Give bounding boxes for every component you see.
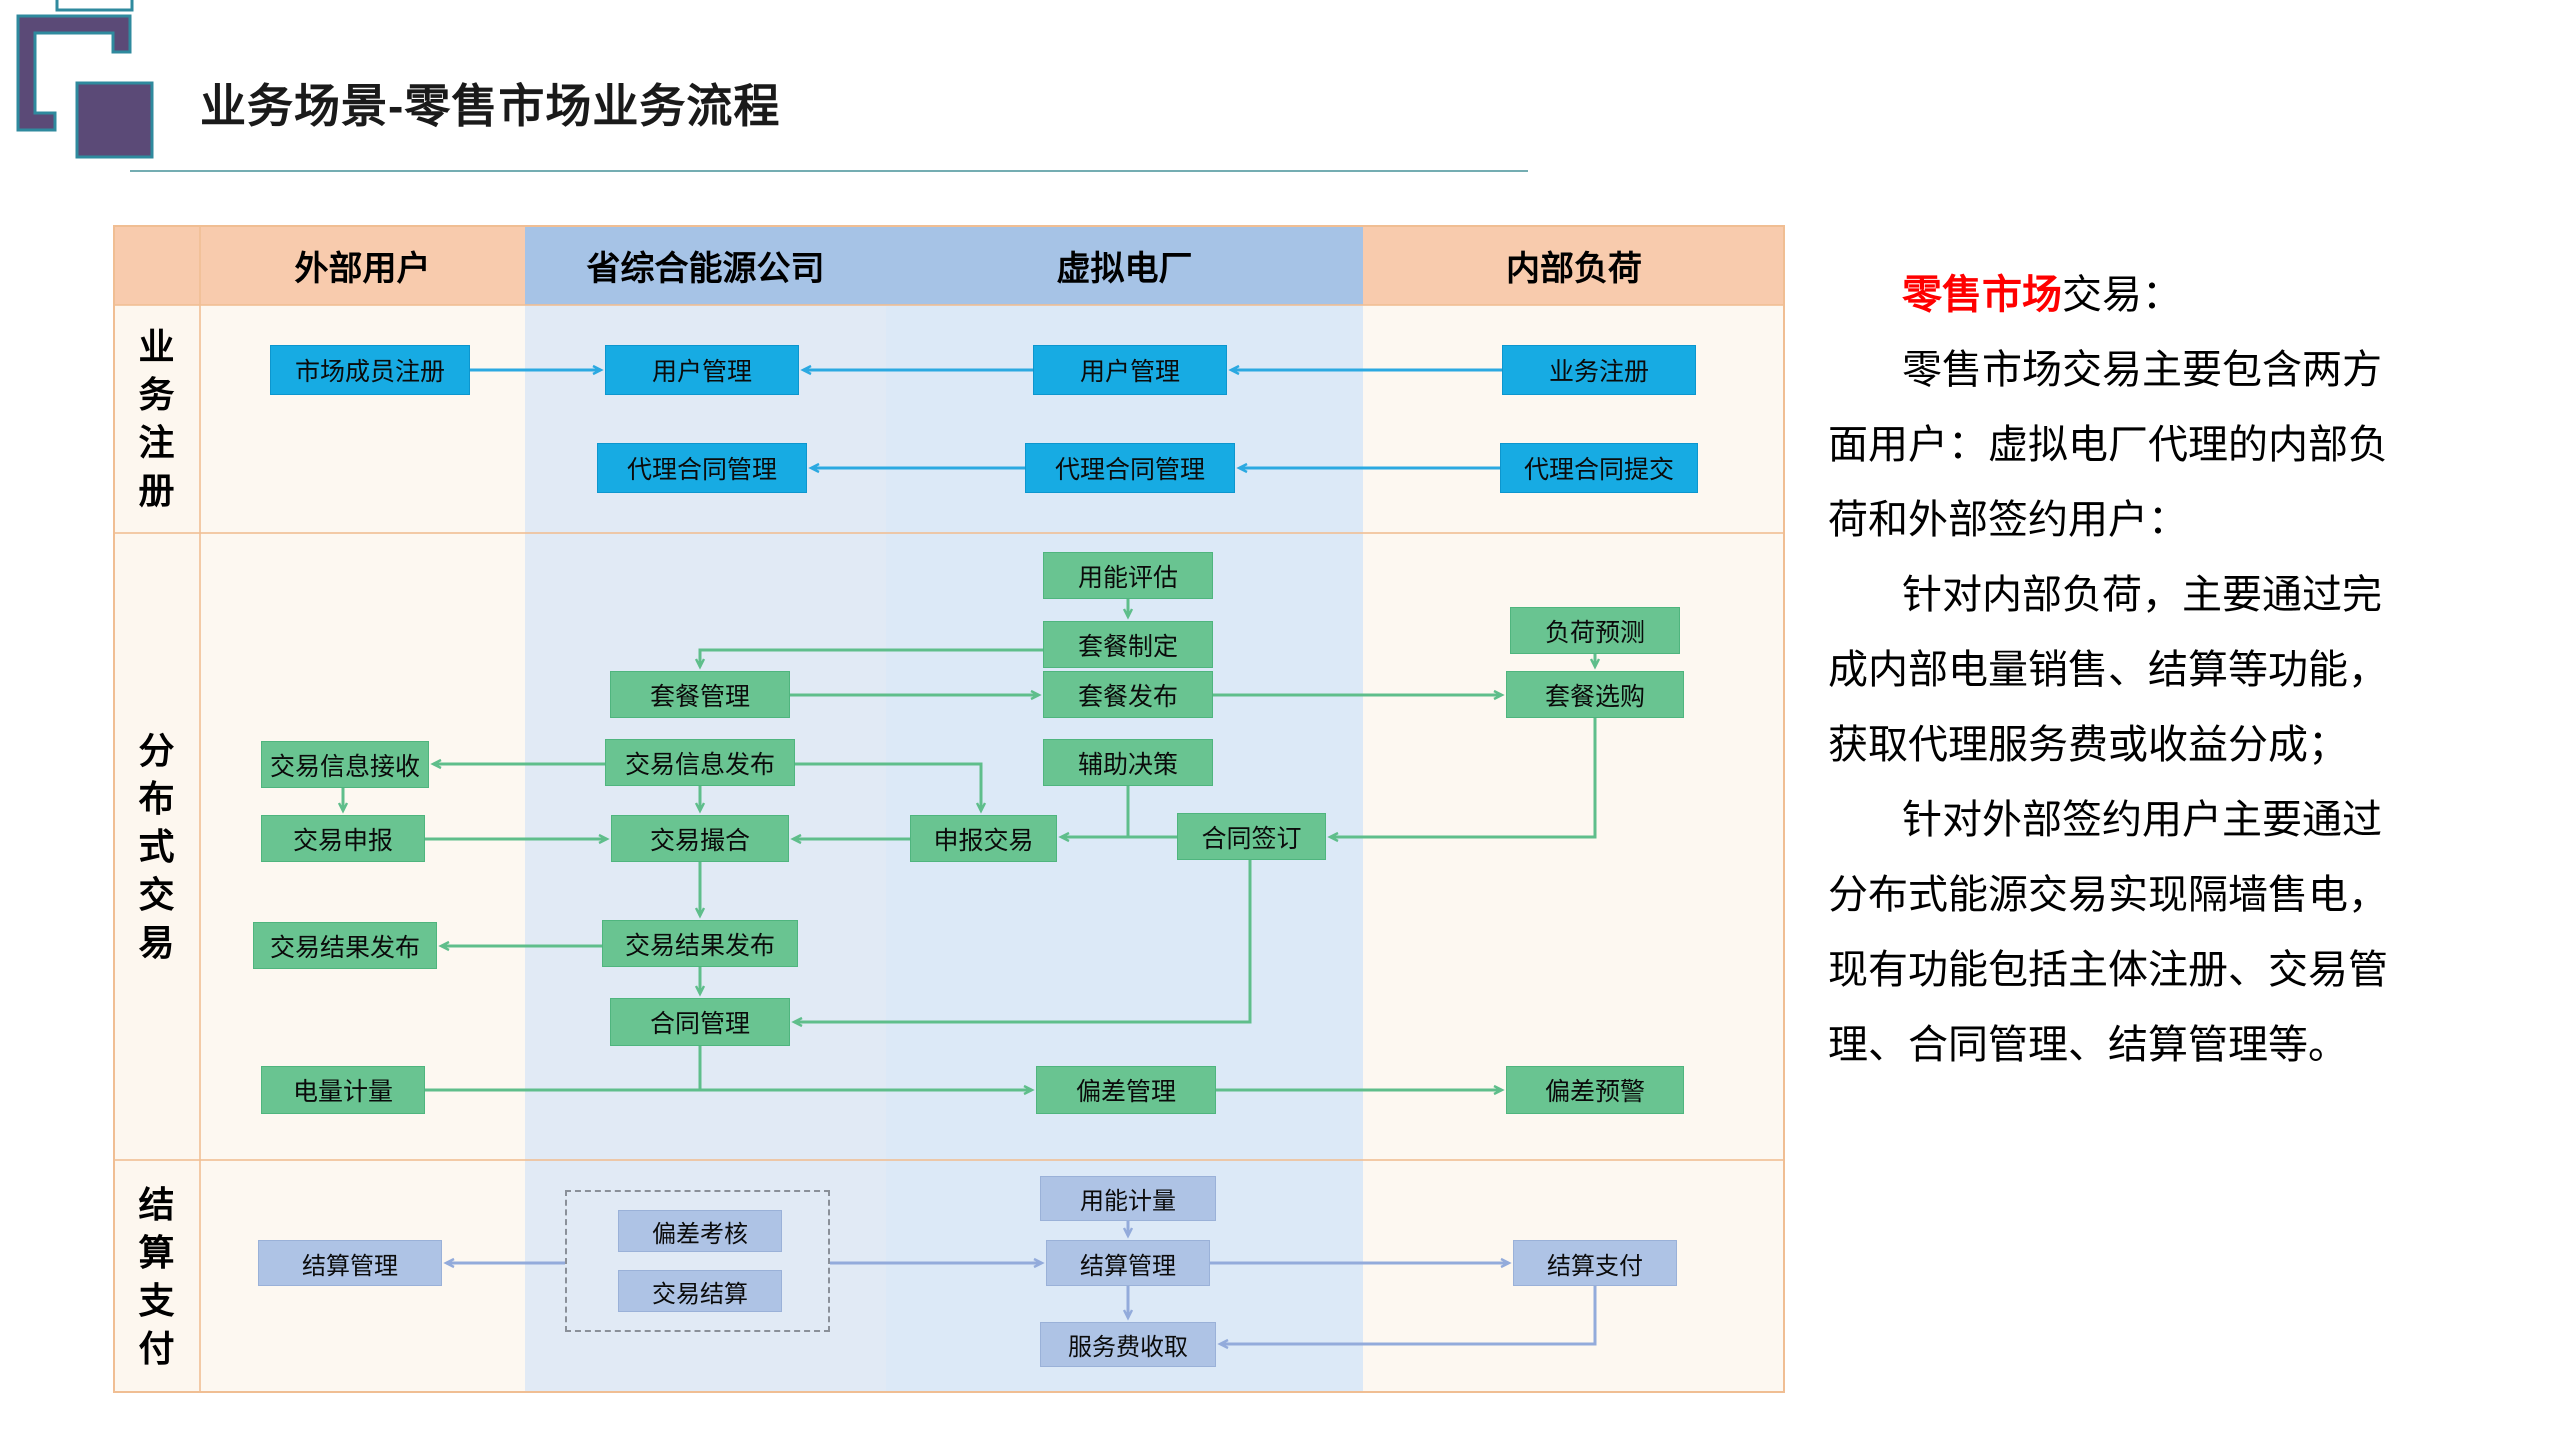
row-label-char: 布 [138, 777, 175, 819]
description-line: 荷和外部签约用户： [1828, 483, 2548, 558]
row-label-char: 业 [138, 326, 175, 367]
node-trade-info-receive: 交易信息接收 [261, 741, 429, 788]
logo-icon [16, 0, 154, 159]
body-text: 现有功能包括主体注册、交易管 [1828, 948, 2388, 992]
node-decision-support: 辅助决策 [1043, 739, 1213, 786]
description-line: 成内部电量销售、结算等功能， [1828, 633, 2548, 708]
description-line: 针对内部负荷，主要通过完 [1828, 558, 2548, 633]
node-contract-sign: 合同签订 [1177, 813, 1326, 860]
body-text: 针对内部负荷，主要通过完 [1902, 573, 2382, 617]
node-trade-result-publish-prov: 交易结果发布 [602, 920, 798, 967]
row-label-char: 交 [138, 873, 175, 915]
header-corner-cell [113, 225, 200, 305]
column-header-ext: 外部用户 [200, 225, 525, 305]
row-label-char: 册 [138, 470, 175, 511]
row-label-char: 易 [138, 921, 175, 963]
description-line: 理、合同管理、结算管理等。 [1828, 1008, 2548, 1083]
body-text: 理、合同管理、结算管理等。 [1828, 1023, 2348, 1067]
node-agent-contract-submit-int: 代理合同提交 [1500, 443, 1698, 493]
row-label-char: 结 [138, 1183, 175, 1225]
page-title: 业务场景-零售市场业务流程 [200, 80, 781, 132]
description-text-block: 零售市场交易： 零售市场交易主要包含两方面用户：虚拟电厂代理的内部负荷和外部签约用… [1828, 258, 2548, 1083]
row-label-register: 业务注册 [113, 305, 200, 533]
body-text: 零售市场交易主要包含两方 [1902, 348, 2382, 392]
node-trade-info-publish: 交易信息发布 [605, 739, 795, 786]
node-agent-contract-mgmt-prov: 代理合同管理 [597, 443, 807, 493]
node-market-member-register: 市场成员注册 [270, 345, 470, 395]
description-line: 获取代理服务费或收益分成； [1828, 708, 2548, 783]
node-user-mgmt-vpp: 用户管理 [1033, 345, 1227, 395]
node-load-forecast: 负荷预测 [1510, 607, 1680, 654]
body-text: 荷和外部签约用户： [1828, 498, 2188, 542]
row-label-char: 付 [138, 1327, 175, 1369]
row-label-char: 务 [138, 374, 175, 415]
column-header-vpp: 虚拟电厂 [886, 225, 1363, 305]
row-label-char: 注 [138, 422, 175, 463]
table-outer-border [113, 225, 1785, 1393]
node-energy-use-metering: 用能计量 [1040, 1176, 1216, 1221]
row-label-settle: 结算支付 [113, 1160, 200, 1393]
title-underline [130, 170, 1528, 172]
node-energy-use-eval: 用能评估 [1043, 552, 1213, 599]
node-trade-matching: 交易撮合 [611, 815, 789, 862]
node-package-design: 套餐制定 [1043, 621, 1213, 668]
node-agent-contract-mgmt-vpp: 代理合同管理 [1025, 443, 1235, 493]
node-trade-result-publish-ext: 交易结果发布 [253, 922, 437, 969]
settlement-dashed-group [565, 1190, 830, 1332]
column-header-prov: 省综合能源公司 [525, 225, 886, 305]
row-label-trade: 分布式交易 [113, 533, 200, 1160]
body-text: 分布式能源交易实现隔墙售电， [1828, 873, 2388, 917]
row-label-column [113, 305, 200, 1393]
row-label-char: 算 [138, 1231, 175, 1273]
node-settle-pay-int: 结算支付 [1513, 1240, 1677, 1286]
row-label-char: 式 [138, 825, 175, 867]
body-text: 针对外部签约用户主要通过 [1902, 798, 2382, 842]
label-column-separator [199, 225, 201, 1393]
description-line: 面用户：虚拟电厂代理的内部负 [1828, 408, 2548, 483]
body-text: 交易： [2062, 273, 2182, 317]
column-header-int: 内部负荷 [1363, 225, 1785, 305]
node-declare-trade: 申报交易 [910, 815, 1057, 862]
description-line: 针对外部签约用户主要通过 [1828, 783, 2548, 858]
node-package-publish: 套餐发布 [1043, 671, 1213, 718]
node-package-purchase: 套餐选购 [1506, 671, 1684, 718]
body-text: 面用户：虚拟电厂代理的内部负 [1828, 423, 2388, 467]
node-deviation-assess: 偏差考核 [618, 1210, 782, 1252]
node-service-fee-collect: 服务费收取 [1040, 1322, 1216, 1367]
node-package-mgmt: 套餐管理 [610, 671, 790, 718]
description-line: 分布式能源交易实现隔墙售电， [1828, 858, 2548, 933]
node-settle-mgmt-vpp: 结算管理 [1046, 1240, 1210, 1286]
highlight-red-text: 零售市场 [1902, 273, 2062, 317]
row-separator [113, 532, 1785, 534]
node-deviation-mgmt: 偏差管理 [1036, 1066, 1216, 1114]
body-text: 成内部电量销售、结算等功能， [1828, 648, 2388, 692]
row-separator [113, 304, 1785, 306]
node-deviation-alert: 偏差预警 [1506, 1066, 1684, 1114]
node-settle-mgmt-ext: 结算管理 [258, 1240, 442, 1286]
node-trade-declare: 交易申报 [261, 815, 425, 862]
row-label-char: 支 [138, 1279, 175, 1321]
description-line: 零售市场交易主要包含两方 [1828, 333, 2548, 408]
row-label-char: 分 [138, 729, 175, 771]
node-biz-register-int: 业务注册 [1502, 345, 1696, 395]
description-line: 零售市场交易： [1828, 258, 2548, 333]
node-trade-settlement: 交易结算 [618, 1270, 782, 1312]
node-contract-mgmt: 合同管理 [610, 998, 790, 1046]
row-separator [113, 1159, 1785, 1161]
description-line: 现有功能包括主体注册、交易管 [1828, 933, 2548, 1008]
node-energy-metering: 电量计量 [261, 1066, 425, 1114]
node-user-mgmt-prov: 用户管理 [605, 345, 799, 395]
body-text: 获取代理服务费或收益分成； [1828, 723, 2348, 767]
